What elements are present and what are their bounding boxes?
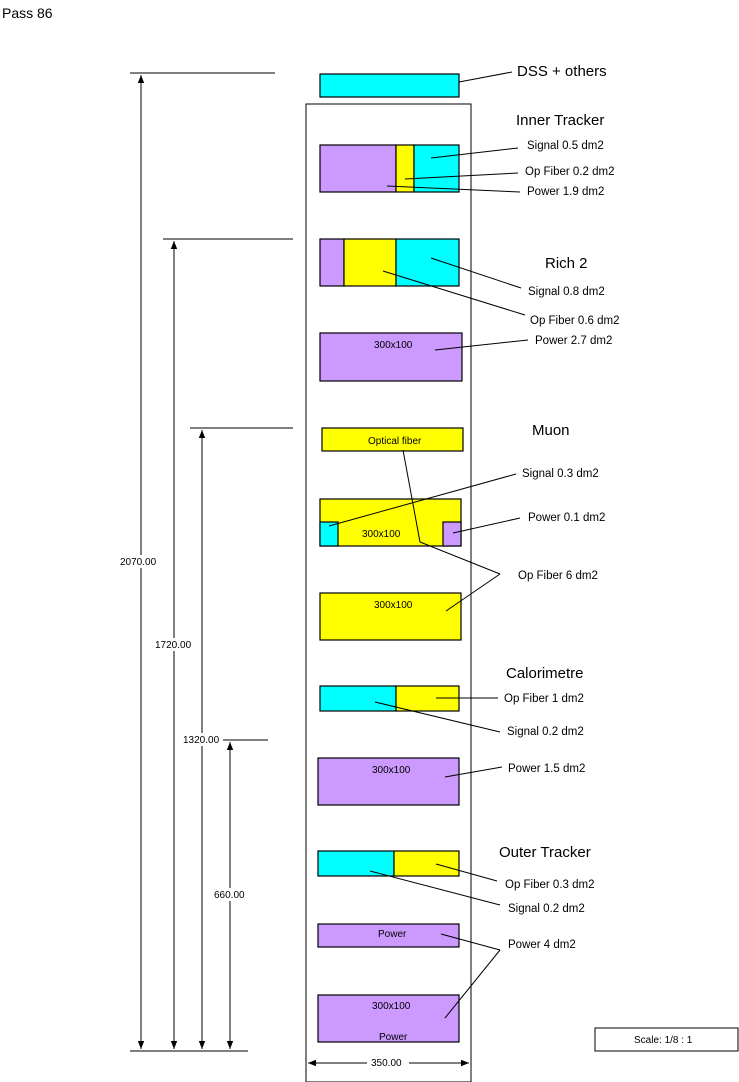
dim-1720-label: 1720.00 <box>155 640 192 651</box>
dss-box <box>319 73 460 98</box>
ot-opfiber-box <box>393 850 460 877</box>
dim-1320-label: 1320.00 <box>183 735 220 746</box>
muon-lower-box <box>319 592 462 641</box>
dim-660-bg <box>212 888 248 901</box>
muon-optical-fiber-text: Optical fiber <box>368 436 422 447</box>
cal-signal-box <box>319 685 397 712</box>
muon-power-label: Power 0.1 dm2 <box>528 512 605 524</box>
it-opfiber-label: Op Fiber 0.2 dm2 <box>525 166 614 178</box>
it-power-label: Power 1.9 dm2 <box>527 186 604 198</box>
dss-leader <box>458 71 513 83</box>
it-signal-leader <box>430 147 519 159</box>
ot-power-large-box <box>317 994 460 1043</box>
ot-power-small-box <box>317 923 460 948</box>
rich-power-leader <box>434 339 529 351</box>
muon-opfiber-leader-b <box>445 573 501 612</box>
rich-power-box <box>319 238 345 287</box>
rich-signal-label: Signal 0.8 dm2 <box>528 286 605 298</box>
cal-power-leader <box>444 766 503 778</box>
muon-opfiber-label: Op Fiber 6 dm2 <box>518 570 598 582</box>
rich-opfiber-box <box>343 238 397 287</box>
ot-signal-leader <box>369 870 501 906</box>
it-opfiber-box <box>395 144 415 193</box>
page-title: Pass 86 <box>2 5 53 21</box>
muon-heading: Muon <box>532 422 570 439</box>
it-opfiber-leader <box>404 172 519 180</box>
dss-heading: DSS + others <box>517 63 607 80</box>
rich-signal-box <box>395 238 460 287</box>
muon-opfiber-leader-a <box>402 449 501 575</box>
cal-power-label: Power 1.5 dm2 <box>508 763 585 775</box>
scale-label: Scale: 1/8 : 1 <box>634 1035 693 1046</box>
dim-width-label: 350.00 <box>371 1058 402 1069</box>
ot-power-small-box-text: Power <box>378 929 407 940</box>
inner-tracker-heading: Inner Tracker <box>516 112 604 129</box>
ot-opfiber-label: Op Fiber 0.3 dm2 <box>505 879 594 891</box>
cal-signal-label: Signal 0.2 dm2 <box>507 726 584 738</box>
it-power-leader <box>386 185 521 193</box>
outer-tracker-heading: Outer Tracker <box>499 844 591 861</box>
calorimetre-heading: Calorimetre <box>506 665 584 682</box>
ot-signal-label: Signal 0.2 dm2 <box>508 903 585 915</box>
ot-power-label: Power 4 dm2 <box>508 939 576 951</box>
ot-power-large-box-size: 300x100 <box>372 1001 411 1012</box>
dim-2070-label: 2070.00 <box>120 557 157 568</box>
cal-power-box-text: 300x100 <box>372 765 411 776</box>
rich-opfiber-leader <box>382 270 526 316</box>
rich-opfiber-label: Op Fiber 0.6 dm2 <box>530 315 619 327</box>
it-signal-box <box>413 144 460 193</box>
muon-signal-label: Signal 0.3 dm2 <box>522 468 599 480</box>
muon-power-box <box>442 521 462 547</box>
it-signal-label: Signal 0.5 dm2 <box>527 140 604 152</box>
cal-power-box <box>317 757 460 806</box>
rich-power-box-text: 300x100 <box>374 340 413 351</box>
ot-signal-box <box>317 850 395 877</box>
muon-optical-fiber-box <box>321 427 464 452</box>
passage-outline <box>305 103 472 1082</box>
cal-signal-leader <box>374 701 501 733</box>
rich-power-main-box <box>319 332 463 382</box>
muon-lower-box-text: 300x100 <box>374 600 413 611</box>
cal-opfiber-label: Op Fiber 1 dm2 <box>504 693 584 705</box>
dim-660-label: 660.00 <box>214 890 245 901</box>
muon-signal-leader <box>328 473 517 527</box>
muon-signal-box <box>319 521 339 547</box>
dim-2070-bg <box>118 555 162 568</box>
scale-box <box>594 1027 739 1052</box>
ot-power-large-box-text: Power <box>379 1032 408 1043</box>
rich-power-label: Power 2.7 dm2 <box>535 335 612 347</box>
dim-1320-bg <box>181 733 223 746</box>
ot-power-leader-b <box>444 949 501 1019</box>
muon-power-leader <box>452 517 521 534</box>
dim-width-bg <box>367 1057 409 1069</box>
rich-signal-leader <box>430 257 522 289</box>
dim-1720-bg <box>153 638 195 651</box>
ot-power-leader-a <box>440 933 501 951</box>
it-power-box <box>319 144 397 193</box>
rich2-heading: Rich 2 <box>545 255 588 272</box>
ot-opfiber-leader <box>435 863 498 882</box>
muon-main-box-text: 300x100 <box>362 529 401 540</box>
